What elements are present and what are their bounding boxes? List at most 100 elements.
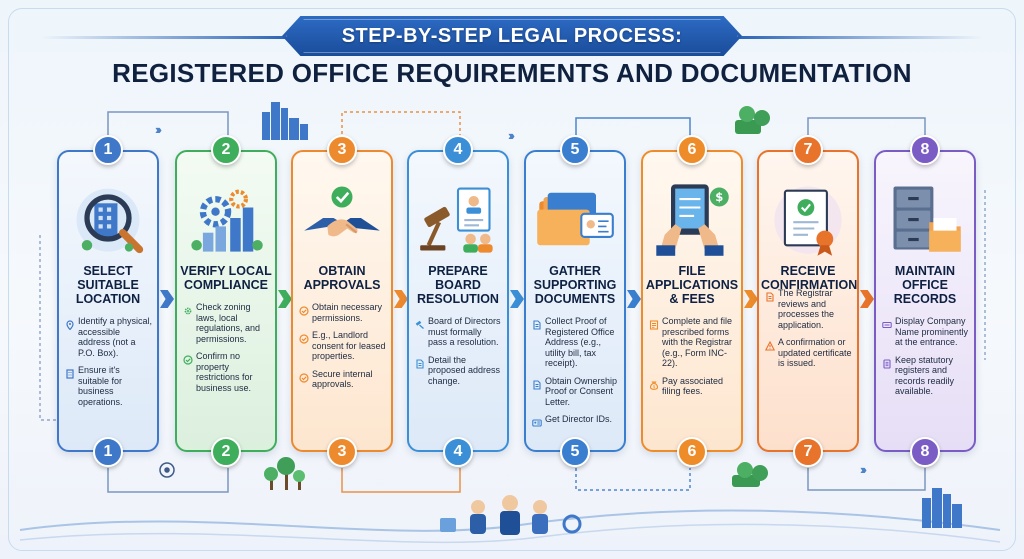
step-items: Collect Proof of Registered Office Addre… xyxy=(532,316,620,432)
money-bag-icon: $ xyxy=(649,377,659,390)
step-card-7: 7 RECEIVE CONFIRMATION The Registrar rev… xyxy=(757,135,859,467)
form-icon xyxy=(649,317,659,330)
step-items: Check zoning laws, local regulations, an… xyxy=(183,302,271,400)
nameplate-icon xyxy=(882,317,892,329)
magnifier-building-icon xyxy=(59,172,157,264)
step-number-badge-bottom: 6 xyxy=(677,437,707,467)
step-item-text: Ensure it's suitable for business operat… xyxy=(78,365,123,407)
step-item: E.g., Landlord consent for leased proper… xyxy=(299,330,387,362)
step-card-3: 3 OBTAIN APPROVALS Obtain necessary perm… xyxy=(291,135,393,467)
step-item-text: Board of Directors must formally pass a … xyxy=(428,316,501,347)
document-icon xyxy=(415,356,425,369)
check-circle-icon xyxy=(183,352,193,365)
step-number-badge: 5 xyxy=(560,135,590,165)
page-title: REGISTERED OFFICE REQUIREMENTS AND DOCUM… xyxy=(112,58,912,88)
step-item-text: Collect Proof of Registered Office Addre… xyxy=(545,316,615,368)
outer-frame xyxy=(8,8,1016,551)
step-item: Detail the proposed address change. xyxy=(415,355,503,387)
check-circle-icon xyxy=(299,303,309,316)
step-number-badge-bottom: 2 xyxy=(211,437,241,467)
step-arrow-icon xyxy=(160,290,174,308)
document-icon xyxy=(532,317,542,330)
step-title: OBTAIN APPROVALS xyxy=(303,264,381,292)
step-number-badge-bottom: 5 xyxy=(560,437,590,467)
step-number-badge-bottom: 4 xyxy=(443,437,473,467)
step-number-badge-bottom: 7 xyxy=(793,437,823,467)
id-card-icon xyxy=(532,415,542,427)
step-number-badge: 7 xyxy=(793,135,823,165)
document-icon xyxy=(532,377,542,390)
svg-text:$: $ xyxy=(715,190,723,204)
step-item: Keep statutory registers and records rea… xyxy=(882,355,970,397)
step-number-badge-bottom: 3 xyxy=(327,437,357,467)
step-items: Complete and file prescribed forms with … xyxy=(649,316,737,404)
step-item: Complete and file prescribed forms with … xyxy=(649,316,737,369)
step-item: Check zoning laws, local regulations, an… xyxy=(183,302,271,344)
gavel-document-icon xyxy=(409,172,507,264)
step-title: PREPARE BOARD RESOLUTION xyxy=(417,264,499,306)
register-icon xyxy=(882,356,892,369)
step-number-badge: 3 xyxy=(327,135,357,165)
step-item: Collect Proof of Registered Office Addre… xyxy=(532,316,620,369)
banner-title: STEP-BY-STEP LEGAL PROCESS: xyxy=(341,24,683,47)
banner-rule-left xyxy=(40,36,290,39)
step-item: Obtain necessary permissions. xyxy=(299,302,387,323)
gavel-icon xyxy=(415,317,425,329)
step-arrow-icon xyxy=(394,290,408,308)
step-item: Ensure it's suitable for business operat… xyxy=(65,365,153,407)
chevron-right-icon: ››› xyxy=(508,128,515,143)
check-circle-icon xyxy=(299,331,309,344)
step-item-text: The Registrar reviews and processes the … xyxy=(778,288,835,330)
header: STEP-BY-STEP LEGAL PROCESS: xyxy=(0,12,1024,60)
step-number-badge-bottom: 1 xyxy=(93,437,123,467)
step-arrow-icon xyxy=(627,290,641,308)
step-item-text: Pay associated filing fees. xyxy=(662,375,724,397)
step-card-8: 8 MAINTAIN OFFICE RECORDS Display Compan… xyxy=(874,135,976,467)
step-item: Board of Directors must formally pass a … xyxy=(415,316,503,348)
title-banner: STEP-BY-STEP LEGAL PROCESS: xyxy=(282,16,742,56)
step-arrow-icon xyxy=(510,290,524,308)
building-icon xyxy=(65,366,75,379)
folders-id-icon xyxy=(526,172,624,264)
step-card-1: 1 SELECT SUITABLE LOCATION Identify a ph… xyxy=(57,135,159,467)
step-item-text: E.g., Landlord consent for leased proper… xyxy=(312,330,386,361)
step-number-badge: 6 xyxy=(677,135,707,165)
step-number-badge: 8 xyxy=(910,135,940,165)
step-title: MAINTAIN OFFICE RECORDS xyxy=(893,264,957,306)
step-items: Board of Directors must formally pass a … xyxy=(415,316,503,393)
chevron-right-icon: ››› xyxy=(155,122,162,137)
step-arrow-icon xyxy=(860,290,874,308)
step-title: SELECT SUITABLE LOCATION xyxy=(75,264,141,306)
step-items: Obtain necessary permissions. E.g., Land… xyxy=(299,302,387,397)
step-item: Identify a physical, accessible address … xyxy=(65,316,153,358)
step-item: Secure internal approvals. xyxy=(299,369,387,390)
check-circle-icon xyxy=(299,370,309,383)
step-item-text: Obtain necessary permissions. xyxy=(312,302,383,323)
document-icon xyxy=(765,289,775,302)
step-item: $ Pay associated filing fees. xyxy=(649,376,737,397)
step-item-text: Display Company Name prominently at the … xyxy=(895,316,969,347)
step-card-2: 2 VERIFY LOCAL COMPLIANCE Check zoning l… xyxy=(175,135,277,467)
step-items: The Registrar reviews and processes the … xyxy=(764,288,853,376)
step-card-5: 5 GATHER SUPPORTING DOCUMENTS Collect Pr… xyxy=(524,135,626,467)
certificate-icon xyxy=(759,172,857,264)
step-item-text: Check zoning laws, local regulations, an… xyxy=(196,302,261,344)
chevron-right-icon: ››› xyxy=(860,462,867,477)
step-number-badge: 1 xyxy=(93,135,123,165)
cabinet-folder-icon xyxy=(876,172,974,264)
step-item: Confirm no property restrictions for bus… xyxy=(183,351,271,393)
step-card-6: 6 $ FILE APPLICATIONS & FEES Complete an… xyxy=(641,135,743,467)
step-item-text: A confirmation or updated certificate is… xyxy=(778,337,852,368)
location-pin-icon xyxy=(65,317,75,331)
step-number-badge: 4 xyxy=(443,135,473,165)
step-title: FILE APPLICATIONS & FEES xyxy=(645,264,739,306)
step-title: VERIFY LOCAL COMPLIANCE xyxy=(180,264,272,292)
step-item-text: Secure internal approvals. xyxy=(312,368,373,390)
step-item: A confirmation or updated certificate is… xyxy=(764,337,853,369)
step-item: Get Director IDs. xyxy=(532,414,620,427)
step-title: GATHER SUPPORTING DOCUMENTS xyxy=(533,264,617,306)
handshake-icon xyxy=(293,172,391,264)
step-item-text: Complete and file prescribed forms with … xyxy=(662,316,733,368)
step-item-text: Detail the proposed address change. xyxy=(428,354,501,386)
step-item-text: Confirm no property restrictions for bus… xyxy=(196,351,253,393)
